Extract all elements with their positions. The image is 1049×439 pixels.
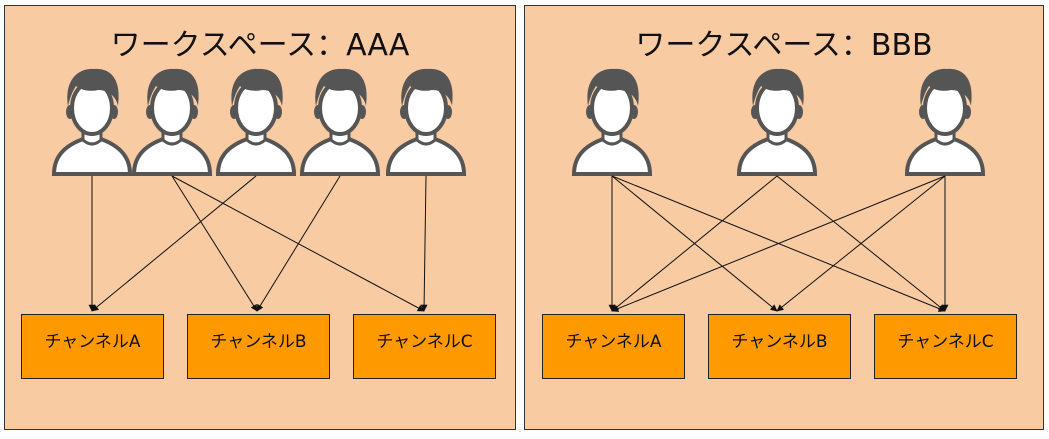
user-icon-1-2: [904, 68, 986, 176]
user-icon-0-1: [131, 68, 213, 176]
channel-box-c: チャンネルC: [874, 314, 1017, 379]
channel-box-a: チャンネルA: [21, 314, 164, 379]
membership-arrow-0-3: [91, 175, 257, 312]
user-icon-0-4: [385, 68, 467, 176]
membership-arrow-0-4: [256, 175, 341, 312]
channel-box-c: チャンネルC: [353, 314, 496, 379]
membership-arrow-1-5: [611, 175, 946, 312]
membership-arrow-1-3: [611, 175, 778, 312]
workspace-title: ワークスペース：AAA: [110, 28, 410, 63]
user-icon-0-0: [51, 68, 133, 176]
membership-arrow-1-6: [776, 175, 946, 312]
workspace-title: ワークスペース：BBB: [635, 28, 933, 63]
channel-box-a: チャンネルA: [542, 314, 685, 379]
membership-arrow-0-5: [420, 175, 428, 312]
channel-box-b: チャンネルB: [708, 314, 851, 379]
user-icon-1-1: [736, 68, 818, 176]
membership-arrow-0-1: [171, 175, 258, 312]
user-icon-0-3: [299, 68, 381, 176]
user-icon-1-0: [571, 68, 653, 176]
user-icon-0-2: [215, 68, 297, 176]
channel-box-b: チャンネルB: [187, 314, 330, 379]
